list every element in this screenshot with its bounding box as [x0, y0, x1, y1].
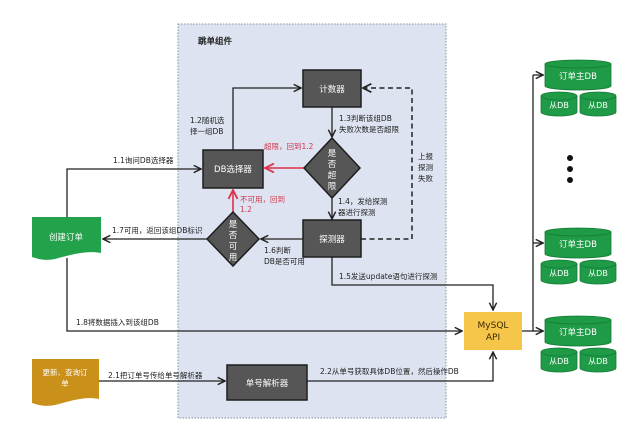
slave-db-label: 从DB: [549, 269, 569, 278]
update-order-label-line-1: 更新、查询订: [43, 367, 88, 377]
edge-label-1-2-line-1: 1.2随机选: [190, 115, 225, 125]
edge-1-5: [331, 257, 493, 310]
create-order-document: 创建订单: [32, 217, 101, 260]
edge-report-failure: [361, 88, 413, 240]
edge-label-1-1: 1.1询问DB选择器: [113, 155, 174, 165]
available-char-3: 可: [229, 242, 238, 252]
over-limit-char-1: 是: [328, 149, 337, 159]
db-selector-label: DB选择器: [214, 164, 252, 175]
edge-label-1-8: 1.8将数据插入到该组DB: [76, 317, 159, 327]
slave-db-label: 从DB: [549, 357, 569, 366]
db-group: 订单主DB 从DB 从DB: [540, 227, 617, 285]
component-title: 跳单组件: [198, 36, 233, 47]
counter-node: 计数器: [302, 69, 362, 108]
over-limit-char-3: 超: [328, 170, 337, 181]
master-db: 订单主DB: [544, 227, 612, 259]
create-order-label: 创建订单: [49, 232, 84, 243]
edge-label-report-line-1: 上报: [418, 151, 433, 161]
available-char-1: 是: [229, 220, 238, 230]
update-query-order-document: 更新、查询订 单: [32, 359, 99, 406]
counter-label: 计数器: [319, 84, 345, 95]
edge-label-report-line-3: 失败: [418, 173, 433, 183]
update-order-label-line-2: 单: [61, 378, 69, 388]
slave-db-label: 从DB: [588, 101, 608, 110]
master-db: 订单主DB: [544, 315, 612, 347]
edge-label-1-4-line-1: 1.4，发给探测: [338, 196, 387, 206]
edge-label-report-line-2: 探测: [418, 162, 433, 172]
mysql-api-node: MySQL API: [464, 312, 522, 350]
available-char-2: 否: [229, 231, 238, 241]
edge-label-1-3-line-2: 失败次数是否超限: [339, 124, 399, 134]
more-db-ellipsis: [567, 155, 573, 183]
slave-db: 从DB: [540, 259, 578, 285]
edge-label-1-4-line-2: 器进行探测: [338, 207, 376, 217]
edge-label-unavailable-line-2: 1.2: [240, 205, 252, 214]
id-parser-node: 单号解析器: [226, 364, 308, 401]
master-db-label: 订单主DB: [559, 239, 597, 250]
edge-label-over-limit: 超限，回到1.2: [264, 142, 314, 151]
id-parser-label: 单号解析器: [246, 378, 289, 389]
db-group: 订单主DB 从DB 从DB: [540, 315, 617, 373]
slave-db-label: 从DB: [588, 269, 608, 278]
over-limit-decision: 是 否 超 限: [302, 136, 362, 200]
edge-label-1-6-line-1: 1.6判断: [264, 245, 291, 255]
available-decision: 是 否 可 用: [205, 210, 261, 268]
edge-label-1-3-line-1: 1.3判断该组DB: [339, 113, 392, 123]
detector-node: 探测器: [302, 219, 362, 258]
edge-label-1-7: 1.7可用，返回该组DB标识: [112, 225, 203, 235]
master-db: 订单主DB: [544, 59, 612, 91]
db-groups: 订单主DB 从DB 从DB 订单主DB 从DB 从DB 订单主DB 从DB 从DB: [540, 59, 617, 373]
mysql-api-label-line-2: API: [486, 333, 500, 343]
edge-label-1-6-line-2: DB是否可用: [264, 257, 305, 266]
master-db-label: 订单主DB: [559, 327, 597, 338]
detector-label: 探测器: [319, 234, 345, 245]
edge-1-2: [232, 88, 301, 150]
over-limit-char-4: 限: [328, 182, 337, 192]
slave-db-label: 从DB: [549, 101, 569, 110]
slave-db: 从DB: [579, 347, 617, 373]
edge-2-2: [307, 352, 493, 382]
slave-db: 从DB: [540, 347, 578, 373]
edge-1-1: [66, 169, 201, 217]
db-group: 订单主DB 从DB 从DB: [540, 59, 617, 117]
edge-label-1-2-line-2: 择一组DB: [190, 126, 223, 136]
edge-label-1-5: 1.5发送update语句进行探测: [339, 271, 437, 281]
slave-db: 从DB: [579, 259, 617, 285]
db-bus-line: [522, 75, 534, 332]
master-db-label: 订单主DB: [559, 71, 597, 82]
edge-label-2-1: 2.1把订单号传给单号解析器: [108, 370, 203, 380]
slave-db: 从DB: [579, 91, 617, 117]
mysql-api-label-line-1: MySQL: [478, 321, 509, 331]
over-limit-char-2: 否: [328, 160, 337, 170]
slave-db: 从DB: [540, 91, 578, 117]
db-selector-node: DB选择器: [202, 149, 264, 189]
available-char-4: 用: [229, 253, 238, 263]
edge-label-2-2: 2.2从单号获取具体DB位置，然后操作DB: [320, 366, 459, 376]
slave-db-label: 从DB: [588, 357, 608, 366]
edge-label-unavailable-line-1: 不可用，回到: [240, 195, 285, 204]
edge-1-8: [66, 258, 462, 331]
